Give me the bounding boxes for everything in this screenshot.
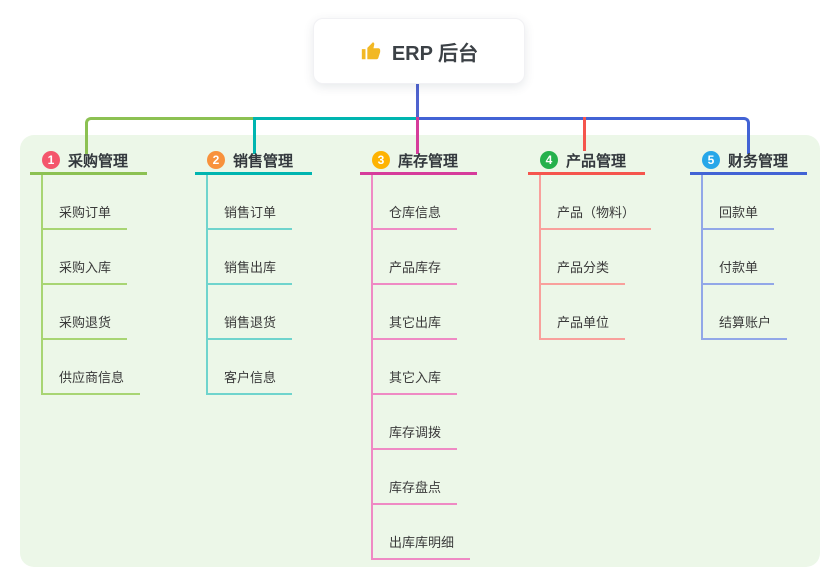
child-node[interactable]: 供应商信息	[43, 340, 141, 395]
branch-topic-label: 采购管理	[68, 152, 129, 170]
child-node[interactable]: 库存盘点	[373, 450, 458, 505]
child-node[interactable]: 采购入库	[43, 230, 128, 285]
child-node[interactable]: 产品库存	[373, 230, 458, 285]
child-node-label: 采购订单	[59, 205, 112, 220]
branch-topic[interactable]: 3 库存管理	[360, 148, 477, 175]
connector-branch-3-drop	[416, 117, 419, 154]
child-node-label: 付款单	[719, 260, 759, 275]
child-node[interactable]: 付款单	[703, 230, 775, 285]
connector-branch-2	[253, 117, 419, 154]
branch-topic-label: 产品管理	[566, 152, 627, 170]
child-node-label: 客户信息	[224, 370, 277, 385]
child-node-label: 采购退货	[59, 315, 112, 330]
child-node-label: 销售出库	[224, 260, 277, 275]
branch-children-list: 采购订单采购入库采购退货供应商信息	[41, 175, 141, 395]
branch-children-list: 回款单付款单结算账户	[701, 175, 788, 340]
child-node-label: 库存调拨	[389, 425, 442, 440]
child-node-label: 其它出库	[389, 315, 442, 330]
thumbs-up-icon	[361, 42, 380, 60]
child-node-label: 销售订单	[224, 205, 277, 220]
child-node-label: 产品库存	[389, 260, 442, 275]
child-node-label: 供应商信息	[59, 370, 125, 385]
child-node-label: 产品分类	[557, 260, 610, 275]
branch-number-badge: 4	[540, 151, 558, 169]
branch-number-badge: 3	[372, 151, 390, 169]
child-node[interactable]: 销售退货	[208, 285, 293, 340]
branch-topic-label: 库存管理	[398, 152, 459, 170]
branch-number-badge: 2	[207, 151, 225, 169]
branch-topic[interactable]: 4 产品管理	[528, 148, 645, 175]
root-node[interactable]: ERP 后台	[313, 18, 525, 84]
child-node-label: 产品（物料）	[557, 205, 636, 220]
child-node[interactable]: 库存调拨	[373, 395, 458, 450]
branch-children-list: 销售订单销售出库销售退货客户信息	[206, 175, 293, 395]
child-node-label: 库存盘点	[389, 480, 442, 495]
child-node-label: 仓库信息	[389, 205, 442, 220]
connector-root-drop	[416, 82, 419, 118]
child-node[interactable]: 产品（物料）	[541, 175, 652, 230]
child-node-label: 结算账户	[719, 315, 772, 330]
child-node[interactable]: 其它入库	[373, 340, 458, 395]
child-node[interactable]: 其它出库	[373, 285, 458, 340]
child-node[interactable]: 回款单	[703, 175, 775, 230]
child-node[interactable]: 结算账户	[703, 285, 788, 340]
branch-1: 1 采购管理 采购订单采购入库采购退货供应商信息	[30, 148, 147, 395]
branch-2: 2 销售管理 销售订单销售出库销售退货客户信息	[195, 148, 312, 395]
child-node-label: 销售退货	[224, 315, 277, 330]
child-node[interactable]: 出库库明细	[373, 505, 471, 560]
child-node[interactable]: 采购退货	[43, 285, 128, 340]
child-node[interactable]: 产品单位	[541, 285, 626, 340]
branch-5: 5 财务管理 回款单付款单结算账户	[690, 148, 807, 340]
connector-branch-1	[85, 117, 256, 154]
root-node-label: ERP 后台	[391, 42, 479, 65]
child-node[interactable]: 采购订单	[43, 175, 128, 230]
connector-branch-4-drop	[583, 117, 586, 151]
branch-topic[interactable]: 5 财务管理	[690, 148, 807, 175]
branch-topic-label: 销售管理	[233, 152, 294, 170]
branch-3: 3 库存管理 仓库信息产品库存其它出库其它入库库存调拨库存盘点出库库明细	[360, 148, 477, 560]
child-node-label: 出库库明细	[389, 535, 455, 550]
branch-children-list: 产品（物料） 产品分类产品单位	[539, 175, 652, 340]
branch-number-badge: 5	[702, 151, 720, 169]
branch-topic[interactable]: 1 采购管理	[30, 148, 147, 175]
child-node[interactable]: 仓库信息	[373, 175, 458, 230]
child-node[interactable]: 产品分类	[541, 230, 626, 285]
child-node-label: 其它入库	[389, 370, 442, 385]
branches-panel	[20, 135, 820, 567]
child-node[interactable]: 客户信息	[208, 340, 293, 395]
branch-topic[interactable]: 2 销售管理	[195, 148, 312, 175]
child-node-label: 回款单	[719, 205, 759, 220]
child-node[interactable]: 销售出库	[208, 230, 293, 285]
branch-4: 4 产品管理 产品（物料） 产品分类产品单位	[528, 148, 652, 340]
child-node-label: 采购入库	[59, 260, 112, 275]
child-node[interactable]: 销售订单	[208, 175, 293, 230]
child-node-label: 产品单位	[557, 315, 610, 330]
branch-topic-label: 财务管理	[728, 152, 789, 170]
branch-children-list: 仓库信息产品库存其它出库其它入库库存调拨库存盘点出库库明细	[371, 175, 471, 560]
branch-number-badge: 1	[42, 151, 60, 169]
